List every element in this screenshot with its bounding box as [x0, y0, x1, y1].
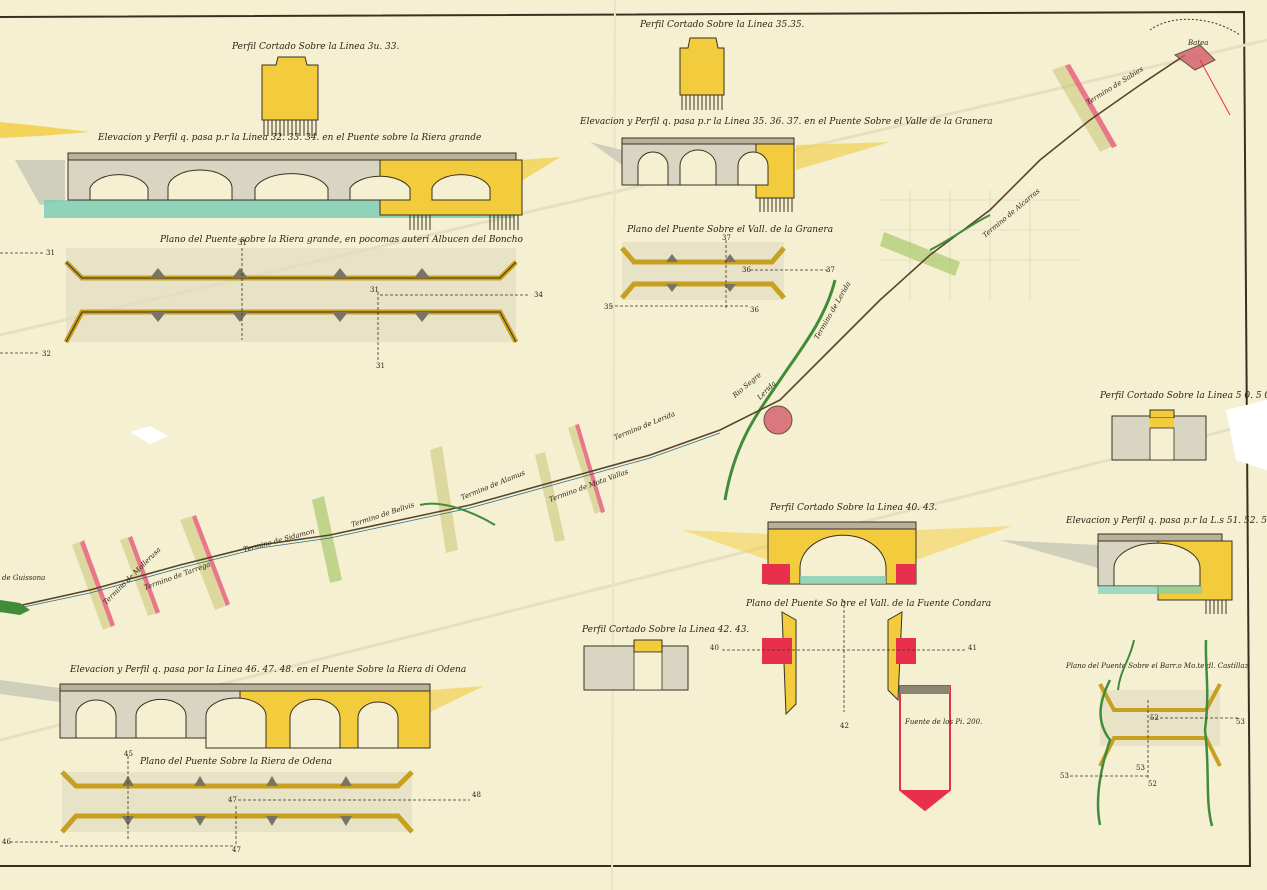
elevation-51-title: Elevacion y Perfil q. pasa p.r la L.s 51… — [1065, 516, 1267, 526]
plan-odena-mark-a: 45 — [124, 750, 133, 758]
plan-fuente-mark-b: 41 — [968, 644, 977, 652]
route-label-13: Batea — [1187, 39, 1208, 47]
plan-odena-mark-d: 46 — [2, 838, 11, 846]
plan-riera-mark-d: 31 — [376, 362, 385, 370]
plan-51: Plano del Puente Sobre el Barr.o Mo.te d… — [1060, 639, 1249, 827]
perfil-35-drawing: Perfil Cortado Sobre la Linea 35.35. — [639, 20, 805, 110]
fuente-box-text: Fuente de los Pi. 200. — [904, 718, 982, 726]
piles-riera — [409, 215, 519, 230]
plan-granera-mark-c: 36 — [742, 266, 751, 274]
torn-paper-right — [1226, 400, 1267, 470]
perfil-33-title: Perfil Cortado Sobre la Linea 3u. 33. — [231, 42, 399, 52]
torn-paper-left — [130, 426, 168, 444]
elevation-51: Elevacion y Perfil q. pasa p.r la L.s 51… — [1000, 516, 1267, 614]
plan-odena-mark-b: 47 — [228, 796, 237, 804]
plan-riera-mark-a: 31 — [46, 249, 55, 257]
route-road — [0, 54, 1186, 611]
route-label-11: de Guissona — [2, 574, 45, 582]
plan-51-mark-c: 53 — [1060, 772, 1069, 780]
perfil-42-title: Perfil Cortado Sobre la Linea 42. 43. — [581, 625, 749, 635]
plan-odena-title: Plano del Puente Sobre la Riera de Odena — [139, 757, 332, 767]
river-segre — [723, 279, 837, 501]
plan-odena-mark-c: 48 — [472, 791, 481, 799]
elevation-granera-title: Elevacion y Perfil q. pasa p.r la Linea … — [579, 117, 993, 127]
plan-riera-mark-c: 31 — [370, 286, 379, 294]
perfil-42-drawing: Perfil Cortado Sobre la Linea 42. 43. — [581, 625, 749, 691]
plan-fuente: Plano del Puente So bre el Vall. de la F… — [710, 599, 991, 812]
plan-riera-mark-e: 32 — [42, 350, 51, 358]
plan-granera-title: Plano del Puente Sobre el Vall. de la Gr… — [626, 225, 833, 235]
perfil-35-title: Perfil Cortado Sobre la Linea 35.35. — [639, 20, 805, 30]
plan-51-mark-a: 52 — [1150, 714, 1159, 722]
perfil-33-piles — [263, 120, 317, 136]
perfil-40-title: Perfil Cortado Sobre la Linea 40. 43. — [769, 503, 937, 513]
elevation-odena: Elevacion y Perfil q. pasa por la Linea … — [0, 665, 484, 749]
perfil-33-profile — [261, 56, 319, 121]
plan-51-mark-e: 53 — [1136, 764, 1145, 772]
plan-51-title: Plano del Puente Sobre el Barr.o Mo.te d… — [1065, 662, 1249, 670]
plan-fuente-title: Plano del Puente So bre el Vall. de la F… — [745, 599, 991, 609]
plan-riera-grande-title: Plano del Puente sobre la Riera grande, … — [159, 235, 524, 245]
plan-granera-mark-a: 35 — [604, 303, 613, 311]
plan-51-mark-b: 53 — [1236, 718, 1245, 726]
perfil-33-drawing: Perfil Cortado Sobre la Linea 3u. 33. — [231, 42, 399, 136]
elevation-riera-grande: Elevacion y Perfil q. pasa p.r la Linea … — [0, 122, 560, 230]
elevation-odena-title: Elevacion y Perfil q. pasa por la Linea … — [69, 665, 466, 675]
plan-51-mark-d: 52 — [1148, 780, 1157, 788]
plan-granera-mark-d: 36 — [750, 306, 759, 314]
plan-odena: Plano del Puente Sobre la Riera de Odena… — [2, 750, 481, 854]
perfil-50-title: Perfil Cortado Sobre la Linea 5 0. 5 0. — [1099, 391, 1267, 401]
plan-granera: Plano del Puente Sobre el Vall. de la Gr… — [604, 225, 835, 314]
perfil-50-drawing: Perfil Cortado Sobre la Linea 5 0. 5 0. — [1099, 391, 1267, 461]
plan-odena-mark-e: 47 — [232, 846, 241, 854]
town-top-right — [1173, 44, 1216, 71]
plan-granera-mark-e: 37 — [826, 266, 835, 274]
elevation-riera-grande-title: Elevacion y Perfil q. pasa p.r la Linea … — [97, 133, 481, 143]
plan-riera-mark-f: 34 — [534, 291, 543, 299]
plan-granera-mark-b: 37 — [722, 234, 731, 242]
plan-fuente-mark-c: 42 — [840, 722, 849, 730]
perfil-40-drawing: Perfil Cortado Sobre la Linea 40. 43. — [682, 503, 1012, 585]
plan-riera-mark-b: 31 — [238, 239, 247, 247]
plan-riera-grande: Plano del Puente sobre la Riera grande, … — [0, 235, 543, 370]
town-lerida — [763, 405, 793, 435]
plan-fuente-mark-a: 40 — [710, 644, 719, 652]
elevation-granera: Elevacion y Perfil q. pasa p.r la Linea … — [579, 117, 993, 212]
